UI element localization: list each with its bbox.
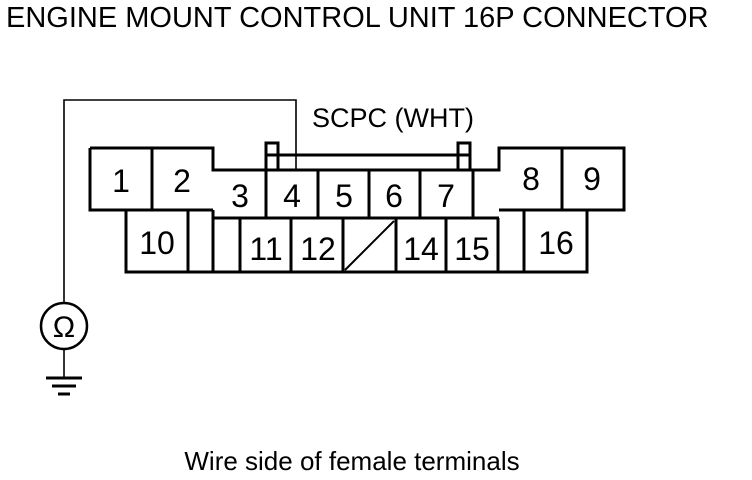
- terminal-4: 4: [283, 178, 301, 214]
- terminal-3: 3: [231, 178, 249, 214]
- terminal-5: 5: [335, 178, 353, 214]
- terminal-12: 12: [300, 231, 336, 267]
- terminal-2: 2: [173, 163, 191, 199]
- terminal-9: 9: [583, 161, 601, 197]
- blank-cavity-slash: [344, 220, 395, 271]
- terminal-16: 16: [538, 225, 574, 261]
- lock-tab-right: [456, 141, 472, 172]
- terminal-15: 15: [454, 231, 490, 267]
- ohm-symbol: Ω: [53, 311, 75, 344]
- terminal-7: 7: [437, 178, 455, 214]
- ohmmeter-icon: Ω: [39, 301, 89, 351]
- diagram-caption: Wire side of female terminals: [184, 446, 519, 476]
- terminal-14: 14: [403, 231, 439, 267]
- lock-tab-left: [264, 141, 280, 172]
- terminal-10: 10: [139, 225, 175, 261]
- terminal-11: 11: [249, 231, 282, 267]
- terminal-8: 8: [522, 161, 540, 197]
- terminal-1: 1: [112, 163, 130, 199]
- terminal-numbers: 1 2 3 4 5 6 7 8 9 10 11 12 14 15 16: [112, 161, 601, 267]
- diagram-title: ENGINE MOUNT CONTROL UNIT 16P CONNECTOR: [6, 2, 709, 34]
- probe-wire: [63, 99, 297, 309]
- terminal-6: 6: [385, 178, 403, 214]
- connector-housing: [88, 141, 626, 274]
- wire-label: SCPC (WHT): [312, 103, 474, 133]
- ground-icon: [46, 349, 82, 396]
